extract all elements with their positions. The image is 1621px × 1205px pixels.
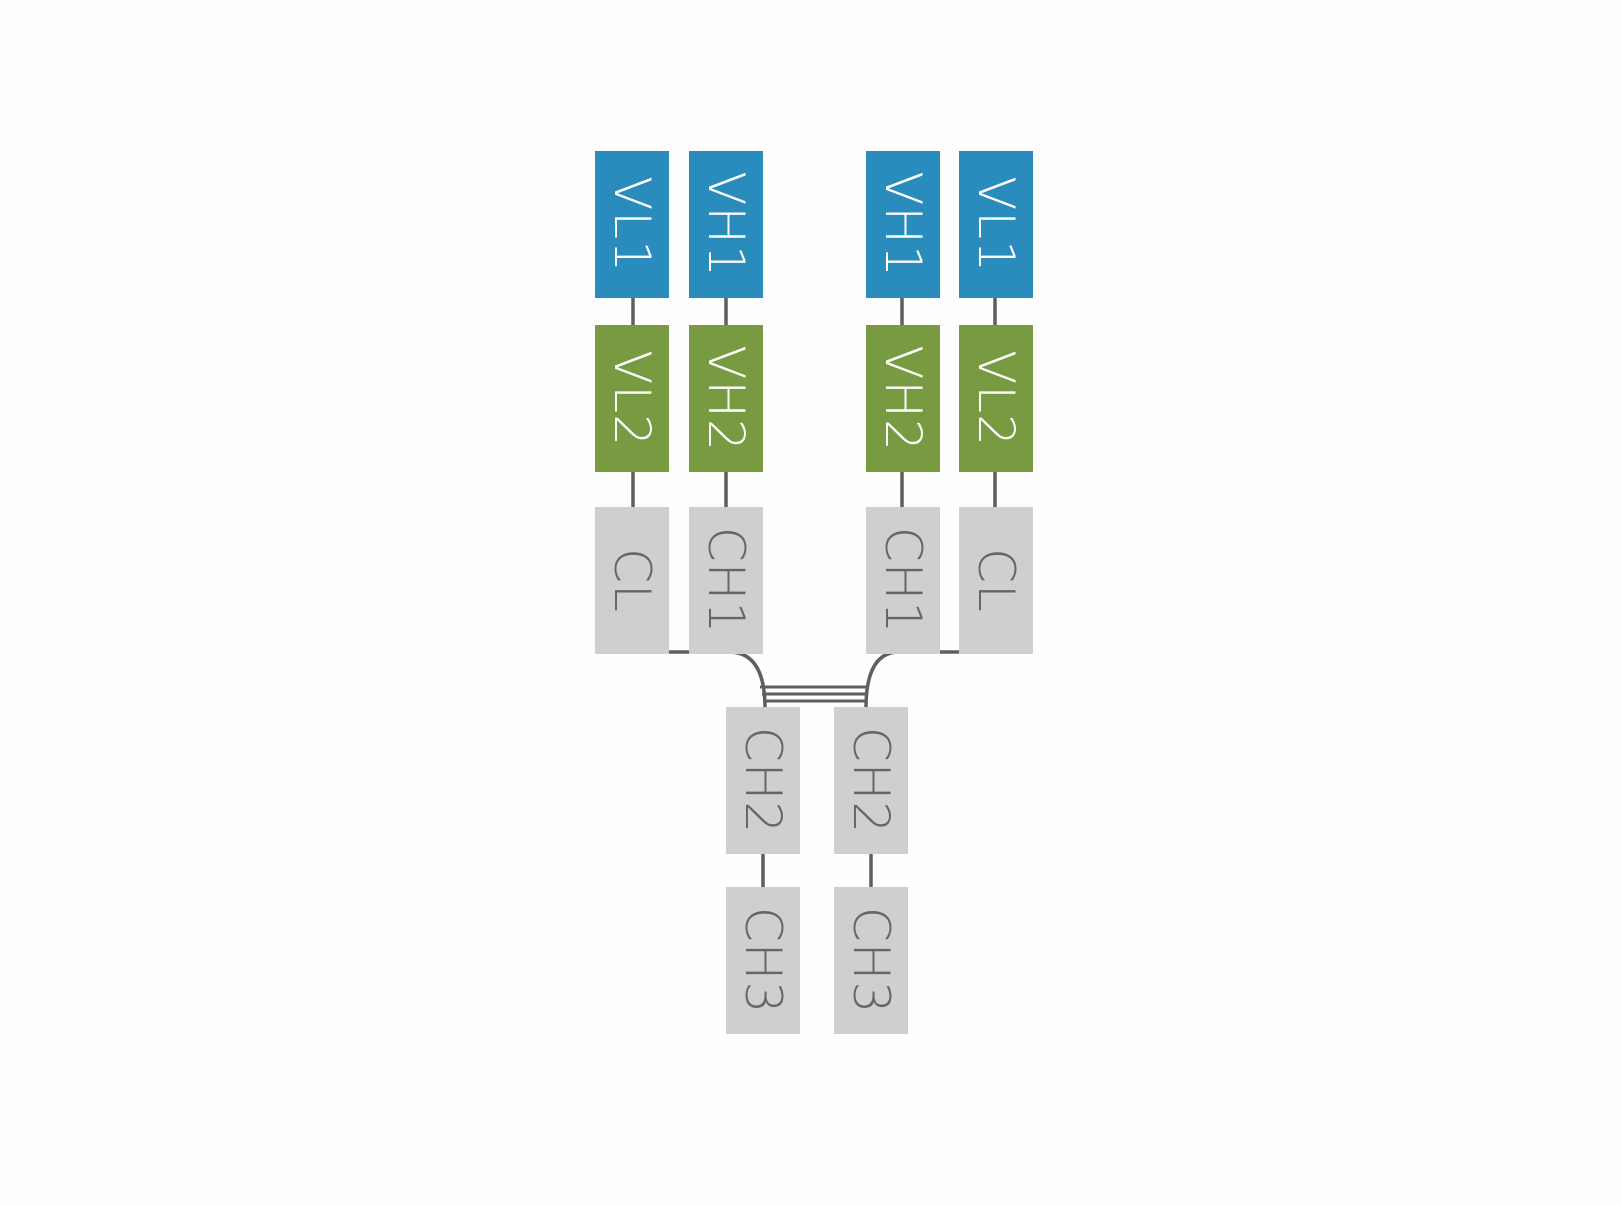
domain-label-cl-right: CL	[967, 548, 1025, 613]
stem-left-chain: CH2 CH3	[726, 707, 800, 1034]
domain-box-vl1-right	[959, 151, 1033, 298]
left-arm-outer-chain: VL1 VL2 CL	[595, 151, 669, 654]
domain-box-vl1-left	[595, 151, 669, 298]
domain-label-vh1-left: VH1	[697, 171, 755, 278]
domain-box-ch3-left	[726, 887, 800, 1034]
domain-box-vh1-right	[866, 151, 940, 298]
domain-label-vl1-right: VL1	[967, 176, 1025, 273]
right-arm-outer-chain: VL1 VL2 CL	[959, 151, 1033, 654]
domain-label-ch2-right: CH2	[842, 727, 900, 834]
domain-label-ch1-left: CH1	[697, 527, 755, 634]
domain-box-vl2-left	[595, 325, 669, 472]
domain-box-vh2-left	[689, 325, 763, 472]
domain-label-vh2-right: VH2	[874, 345, 932, 452]
right-arm-inner-chain: VH1 VH2 CH1	[866, 151, 940, 654]
domain-label-cl-left: CL	[603, 548, 661, 613]
domain-label-ch3-right: CH3	[842, 907, 900, 1014]
domain-box-vl2-right	[959, 325, 1033, 472]
domain-label-vl1-left: VL1	[603, 176, 661, 273]
domain-box-cl-left	[595, 507, 669, 654]
stem-right-chain: CH2 CH3	[834, 707, 908, 1034]
domain-label-vl2-right: VL2	[967, 350, 1025, 447]
domain-box-vh1-left	[689, 151, 763, 298]
domain-box-ch2-right	[834, 707, 908, 854]
domain-box-cl-right	[959, 507, 1033, 654]
domain-box-ch1-right	[866, 507, 940, 654]
domain-label-ch1-right: CH1	[874, 527, 932, 634]
left-arm-inner-chain: VH1 VH2 CH1	[689, 151, 763, 654]
domain-box-ch3-right	[834, 887, 908, 1034]
hinge-disulfide-bonds	[760, 685, 869, 703]
domain-box-vh2-right	[866, 325, 940, 472]
domain-box-ch2-left	[726, 707, 800, 854]
domain-label-vl2-left: VL2	[603, 350, 661, 447]
domain-label-vh2-left: VH2	[697, 345, 755, 452]
domain-label-ch3-left: CH3	[734, 907, 792, 1014]
domain-label-ch2-left: CH2	[734, 727, 792, 834]
domain-box-ch1-left	[689, 507, 763, 654]
domain-label-vh1-right: VH1	[874, 171, 932, 278]
